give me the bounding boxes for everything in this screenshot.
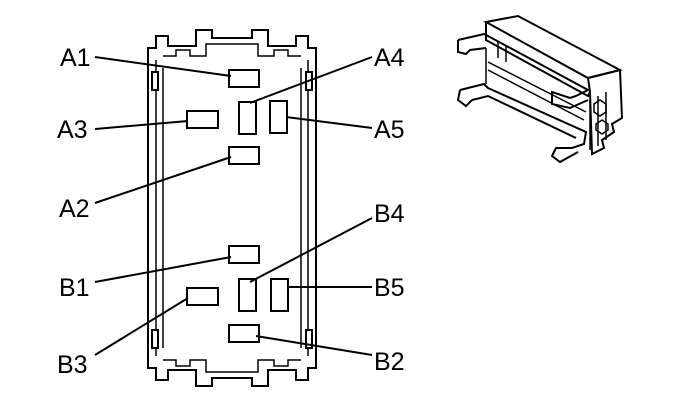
leader-lines [94,56,373,356]
leader-b3 [94,297,189,356]
top-inner-detail [163,43,301,57]
cavity-a1 [228,69,260,88]
cavity-a5 [269,100,288,134]
cavity-labels: A1 A4 A3 A5 A2 B4 B1 B5 B3 B2 [57,44,405,379]
leader-a5 [285,116,373,129]
cavity-b5 [270,278,289,312]
label-b4: B4 [374,200,405,228]
left-latch-bottom [151,329,159,349]
connector-face [147,29,317,387]
terminal-cavities [186,69,289,343]
iso-upper-arm [457,32,591,110]
leader-b2 [255,335,373,356]
iso-latch-detail [593,99,609,135]
leader-a1 [94,56,232,77]
iso-side-wall [485,48,587,121]
cavity-b2 [228,324,260,343]
label-b1: B1 [59,274,90,302]
leader-b4 [249,217,373,283]
label-a5: A5 [374,116,405,144]
label-a2: A2 [59,195,90,223]
iso-rib-lines [497,42,607,150]
iso-lower-arm-left [456,89,577,139]
label-a1: A1 [60,44,91,72]
leader-a3 [94,120,189,130]
cavity-a4 [238,101,257,135]
leader-b1 [94,256,232,283]
cavity-a3 [186,110,219,129]
bottom-inner-detail [163,359,301,373]
iso-front-edge [485,22,591,98]
label-a4: A4 [374,44,405,72]
connector-outer-frame [147,29,317,387]
iso-lower-arm [459,82,588,164]
connector-isometric-view [456,14,624,164]
leader-a2 [94,156,232,204]
label-b2: B2 [374,348,405,376]
cavity-b3 [186,287,219,306]
cavity-b1 [228,245,260,264]
cavity-b4 [238,278,257,312]
label-b5: B5 [374,274,405,302]
label-a3: A3 [57,116,88,144]
right-latch-bottom [305,329,313,349]
iso-right-face [586,68,624,156]
label-b3: B3 [57,351,88,379]
cavity-a2 [228,146,260,165]
iso-upper-arm-left [457,40,487,56]
left-latch-top [151,71,159,91]
leader-a4 [249,56,373,104]
